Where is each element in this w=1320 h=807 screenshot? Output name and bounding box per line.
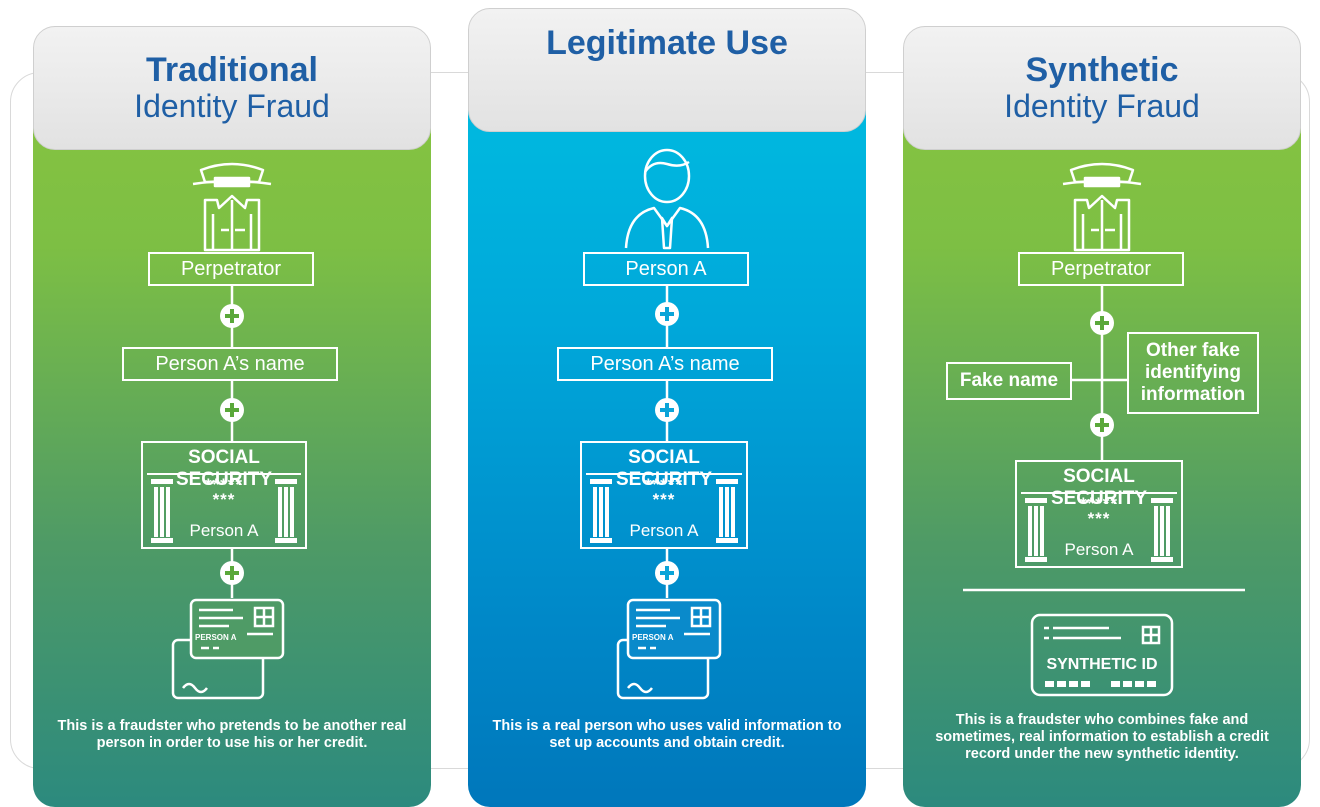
ss-divider: [586, 473, 742, 475]
plus-icon: [655, 561, 679, 585]
panel-traditional: PERSON A Traditional Identity Fraud Perp…: [33, 0, 431, 807]
title-bold: Legitimate Use: [546, 24, 788, 62]
pillar-icon: [590, 479, 612, 543]
title-bold: Traditional: [146, 51, 318, 89]
ss-person: Person A: [629, 521, 699, 540]
panel-art: PERSON A: [616, 148, 722, 700]
ss-person: Person A: [189, 521, 259, 540]
social-security-card: SOCIAL SECURITY ***** *** Person A: [141, 441, 307, 549]
credit-card-icon: [616, 598, 722, 700]
ss-stars-row-1: *****: [204, 475, 244, 494]
panel-header: Legitimate Use: [468, 8, 866, 132]
description: This is a fraudster who pretends to be a…: [57, 718, 407, 751]
plus-icon: [220, 561, 244, 585]
panel-synthetic: SYNTHETIC ID Synthetic Identity Fraud Pe…: [903, 0, 1301, 807]
pillar-icon: [716, 479, 738, 543]
businessman-icon: [624, 148, 710, 250]
other-info-box: Other fake identifying information: [1127, 332, 1259, 414]
title-light: Identity Fraud: [134, 88, 330, 124]
spy-icon: [1062, 162, 1142, 252]
card-label: SYNTHETIC ID: [1046, 656, 1157, 673]
panel-header: Traditional Identity Fraud: [33, 26, 431, 150]
plus-icon: [655, 398, 679, 422]
ss-stars-row-1: *****: [644, 475, 684, 494]
name-label-box: Person A’s name: [122, 347, 338, 381]
ss-stars-row-1: *****: [1079, 494, 1119, 513]
social-security-card: SOCIAL SECURITY ***** *** Person A: [1015, 460, 1183, 568]
ss-divider: [147, 473, 301, 475]
panel-legitimate: PERSON A Legitimate Use Person A Person …: [468, 0, 866, 807]
name-label-box: Person A’s name: [557, 347, 773, 381]
ss-person: Person A: [1064, 540, 1134, 559]
ss-divider: [1021, 492, 1177, 494]
ss-stars-row-2: ***: [652, 490, 676, 509]
actor-label-box: Perpetrator: [148, 252, 314, 286]
actor-label-box: Perpetrator: [1018, 252, 1184, 286]
fake-name-box: Fake name: [946, 362, 1072, 400]
plus-icon: [220, 304, 244, 328]
pillar-icon: [275, 479, 297, 543]
actor-label-box: Person A: [583, 252, 749, 286]
title-bold: Synthetic: [1025, 51, 1179, 89]
card-label: PERSON A: [632, 633, 674, 642]
id-card-icon: [1030, 613, 1174, 697]
ss-stars: ***** ***: [582, 475, 746, 509]
pillar-icon: [151, 479, 173, 543]
social-security-card: SOCIAL SECURITY ***** *** Person A: [580, 441, 748, 549]
spy-icon: [192, 162, 272, 252]
card-label: PERSON A: [195, 633, 237, 642]
plus-icon: [220, 398, 244, 422]
ss-stars: ***** ***: [143, 475, 305, 509]
plus-icon: [1090, 413, 1114, 437]
credit-card-icon: [171, 598, 285, 700]
ss-stars-row-2: ***: [212, 490, 236, 509]
ss-stars-row-2: ***: [1087, 509, 1111, 528]
title-light: Identity Fraud: [1004, 88, 1200, 124]
pillar-icon: [1025, 498, 1047, 562]
panel-header: Synthetic Identity Fraud: [903, 26, 1301, 150]
description: This is a fraudster who combines fake an…: [935, 712, 1269, 762]
pillar-icon: [1151, 498, 1173, 562]
ss-stars: ***** ***: [1017, 494, 1181, 528]
panel-art: PERSON A: [171, 162, 285, 700]
plus-icon: [655, 302, 679, 326]
plus-icon: [1090, 311, 1114, 335]
description: This is a real person who uses valid inf…: [492, 718, 842, 751]
